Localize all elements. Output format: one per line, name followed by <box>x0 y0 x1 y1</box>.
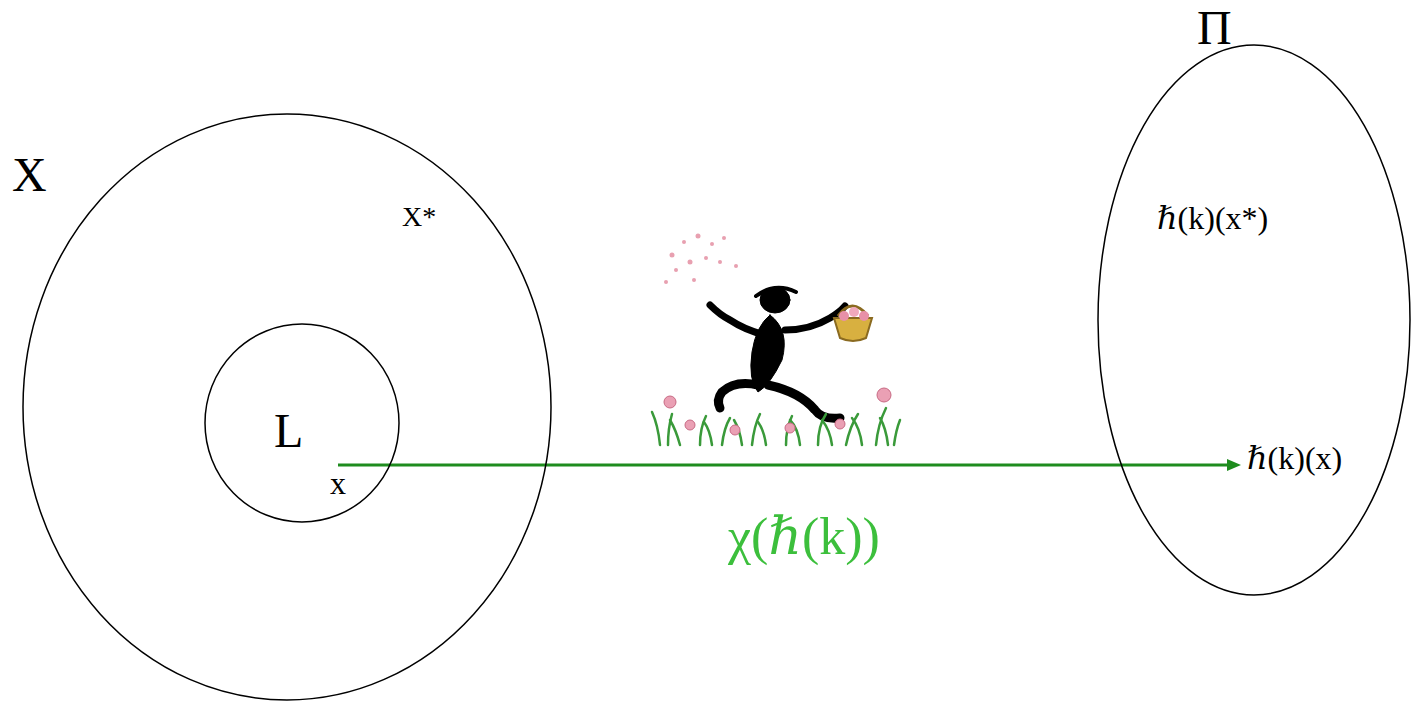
subset-name: L <box>274 407 303 455</box>
dancer <box>710 287 845 418</box>
image-point-label: ℏ(k)(x) <box>1247 442 1342 474</box>
ellipse-outline <box>1097 44 1411 596</box>
subset-ellipse: Lx <box>204 323 400 523</box>
grass <box>652 408 900 445</box>
point-label: x <box>330 467 346 499</box>
basket <box>834 306 872 341</box>
flowers <box>664 388 891 435</box>
space-name: Π <box>1197 4 1232 52</box>
set-ellipse: XX*Lx <box>22 113 552 701</box>
map-arrow <box>338 459 1241 471</box>
set-name: X <box>12 151 47 199</box>
image-ellipse: Πℏ(k)(x*)ℏ(k)(x) <box>1097 44 1411 596</box>
map-label: χ(ℏ(k)) <box>728 511 880 563</box>
subset-label: X* <box>402 203 436 231</box>
petals <box>664 234 738 285</box>
image-point-label: ℏ(k)(x*) <box>1157 202 1268 234</box>
